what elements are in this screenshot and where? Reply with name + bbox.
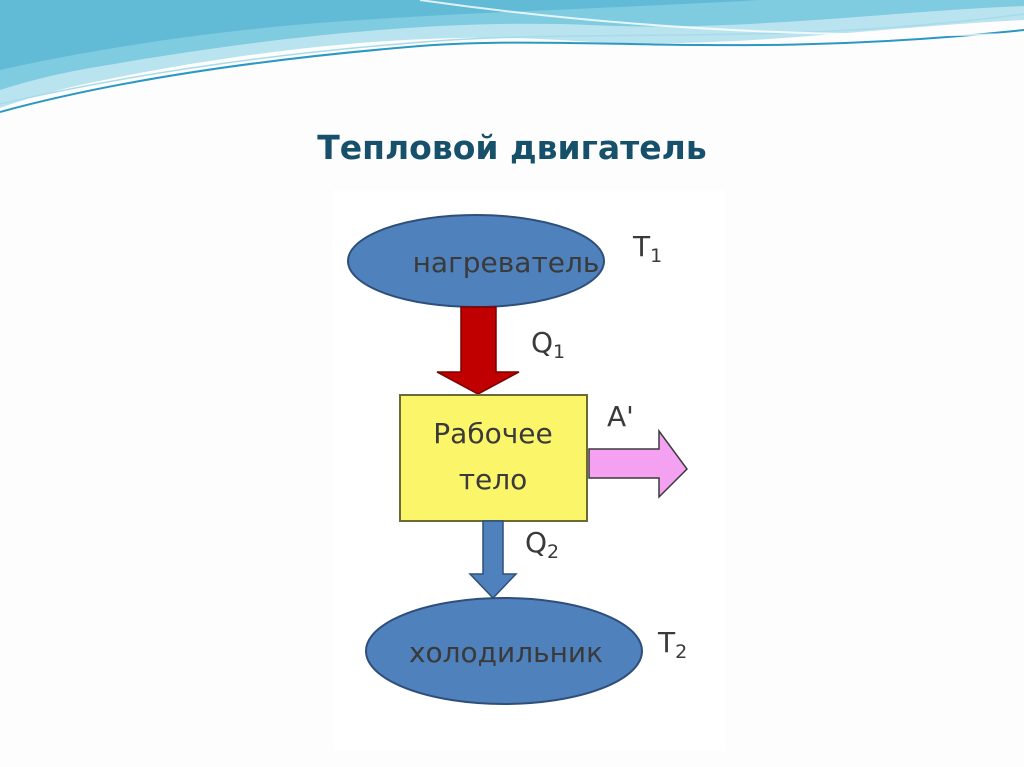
working-body-box: [399, 394, 588, 522]
heat-input-label: Q1: [531, 326, 565, 363]
heat-output-arrow: [468, 520, 518, 600]
heat-engine-diagram-svg: нагреватель T1 Q1 Рабочее тело A' Q2 хол…: [347, 214, 688, 705]
work-label: A': [607, 400, 634, 433]
cooler-label: холодильник: [409, 636, 603, 669]
work-output-arrow: [588, 428, 688, 499]
heat-engine-diagram: нагреватель T1 Q1 Рабочее тело A' Q2 хол…: [333, 190, 725, 751]
working-body-label-line2: тело: [459, 463, 528, 496]
heat-input-arrow: [436, 306, 520, 395]
heat-output-label: Q2: [525, 526, 559, 563]
slide-title: Тепловой двигатель: [317, 128, 707, 167]
working-body-label-line1: Рабочее: [433, 417, 552, 450]
header-wave-decoration: [0, 0, 1024, 113]
cooler-ellipse: [365, 597, 643, 705]
heater-label: нагреватель: [413, 246, 600, 279]
heater-temperature-label: T1: [632, 230, 662, 267]
cooler-temperature-label: T2: [657, 626, 687, 663]
